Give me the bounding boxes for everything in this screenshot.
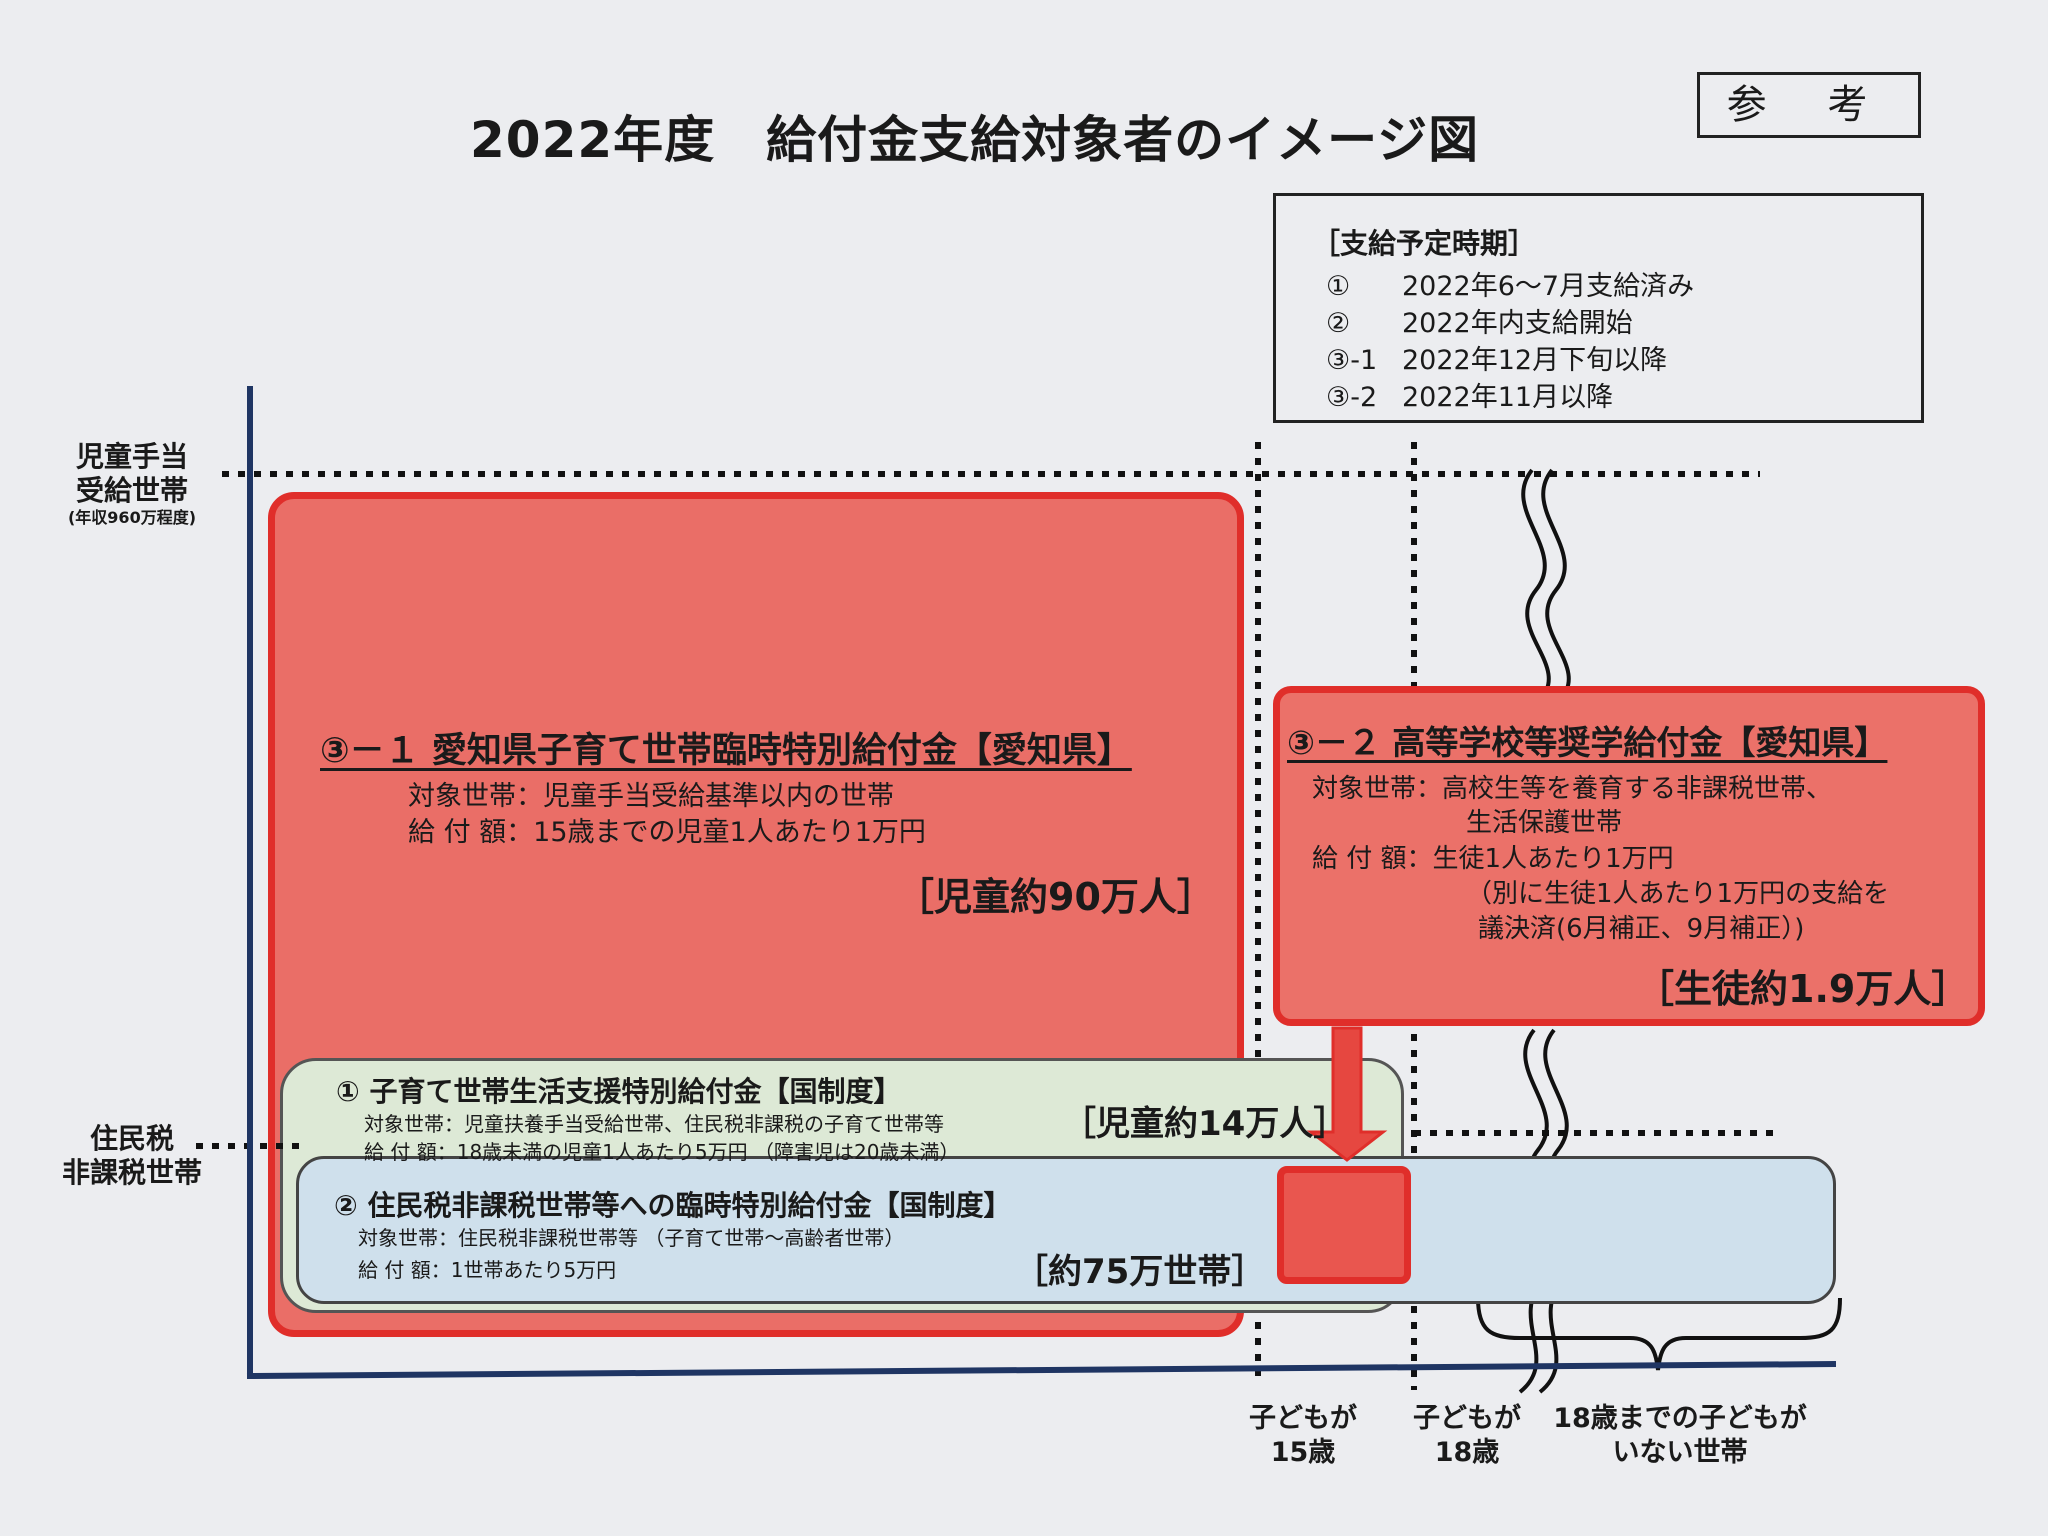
program-3-2-target-cont: 生活保護世帯: [1466, 808, 1623, 838]
program-3-2-amount: 給 付 額：生徒1人あたり1万円: [1312, 844, 1674, 874]
program-2-title: ② 住民税非課税世帯等への臨時特別給付金【国制度】: [334, 1189, 1012, 1222]
program-3-2-title: ③－２ 高等学校等奨学給付金【愛知県】: [1287, 723, 1888, 762]
x-label-age15: 子どもが 15歳: [1249, 1403, 1357, 1468]
y-label-tax-exempt: 住民税 非課税世帯: [61, 1122, 202, 1189]
program-3-1-amount: 給 付 額：15歳までの児童1人あたり1万円: [408, 817, 926, 848]
program-2-amount: 給 付 額：1世帯あたり5万円: [358, 1258, 617, 1282]
program-3-1-count: ［児童約90万人］: [896, 875, 1215, 919]
program-3-2-note-cont: 議決済(6月補正、9月補正）): [1478, 914, 1805, 944]
y-label-child-allowance: 児童手当 受給世帯 (年収960万程度): [67, 440, 197, 527]
program-1-amount: 給 付 額：18歳未満の児童1人あたり5万円 （障害児は20歳未満）: [364, 1140, 960, 1164]
program-2-box: [296, 1156, 1836, 1304]
x-label-no-child: 18歳までの子どもが いない世帯: [1553, 1403, 1807, 1468]
program-3-2-box: [1273, 686, 1985, 1026]
program-1-target: 対象世帯：児童扶養手当受給世帯、住民税非課税の子育て世帯等: [364, 1112, 944, 1136]
program-3-1-title: ③－１ 愛知県子育て世帯臨時特別給付金【愛知県】: [320, 731, 1132, 771]
program-1-title: ① 子育て世帯生活支援特別給付金【国制度】: [336, 1075, 902, 1108]
program-3-1-target: 対象世帯：児童手当受給基準以内の世帯: [408, 781, 894, 812]
x-label-age18: 子どもが 18歳: [1413, 1403, 1521, 1468]
program-2-count: ［約75万世帯］: [1014, 1252, 1266, 1292]
program-1-count: ［児童約14万人］: [1062, 1104, 1348, 1144]
overlap-red-box: [1277, 1166, 1411, 1284]
program-2-target: 対象世帯：住民税非課税世帯等 （子育て世帯～高齢者世帯）: [358, 1226, 905, 1250]
program-3-2-target: 対象世帯：高校生等を養育する非課税世帯、: [1312, 774, 1833, 804]
program-3-2-count: ［生徒約1.9万人］: [1636, 967, 1970, 1011]
program-3-2-note: （別に生徒1人あたり1万円の支給を: [1466, 879, 1890, 909]
reference-badge: 参 考: [1697, 72, 1921, 138]
schedule-heading: ［支給予定時期］: [1312, 227, 1537, 260]
page-title: 2022年度 給付金支給対象者のイメージ図: [470, 111, 1480, 169]
